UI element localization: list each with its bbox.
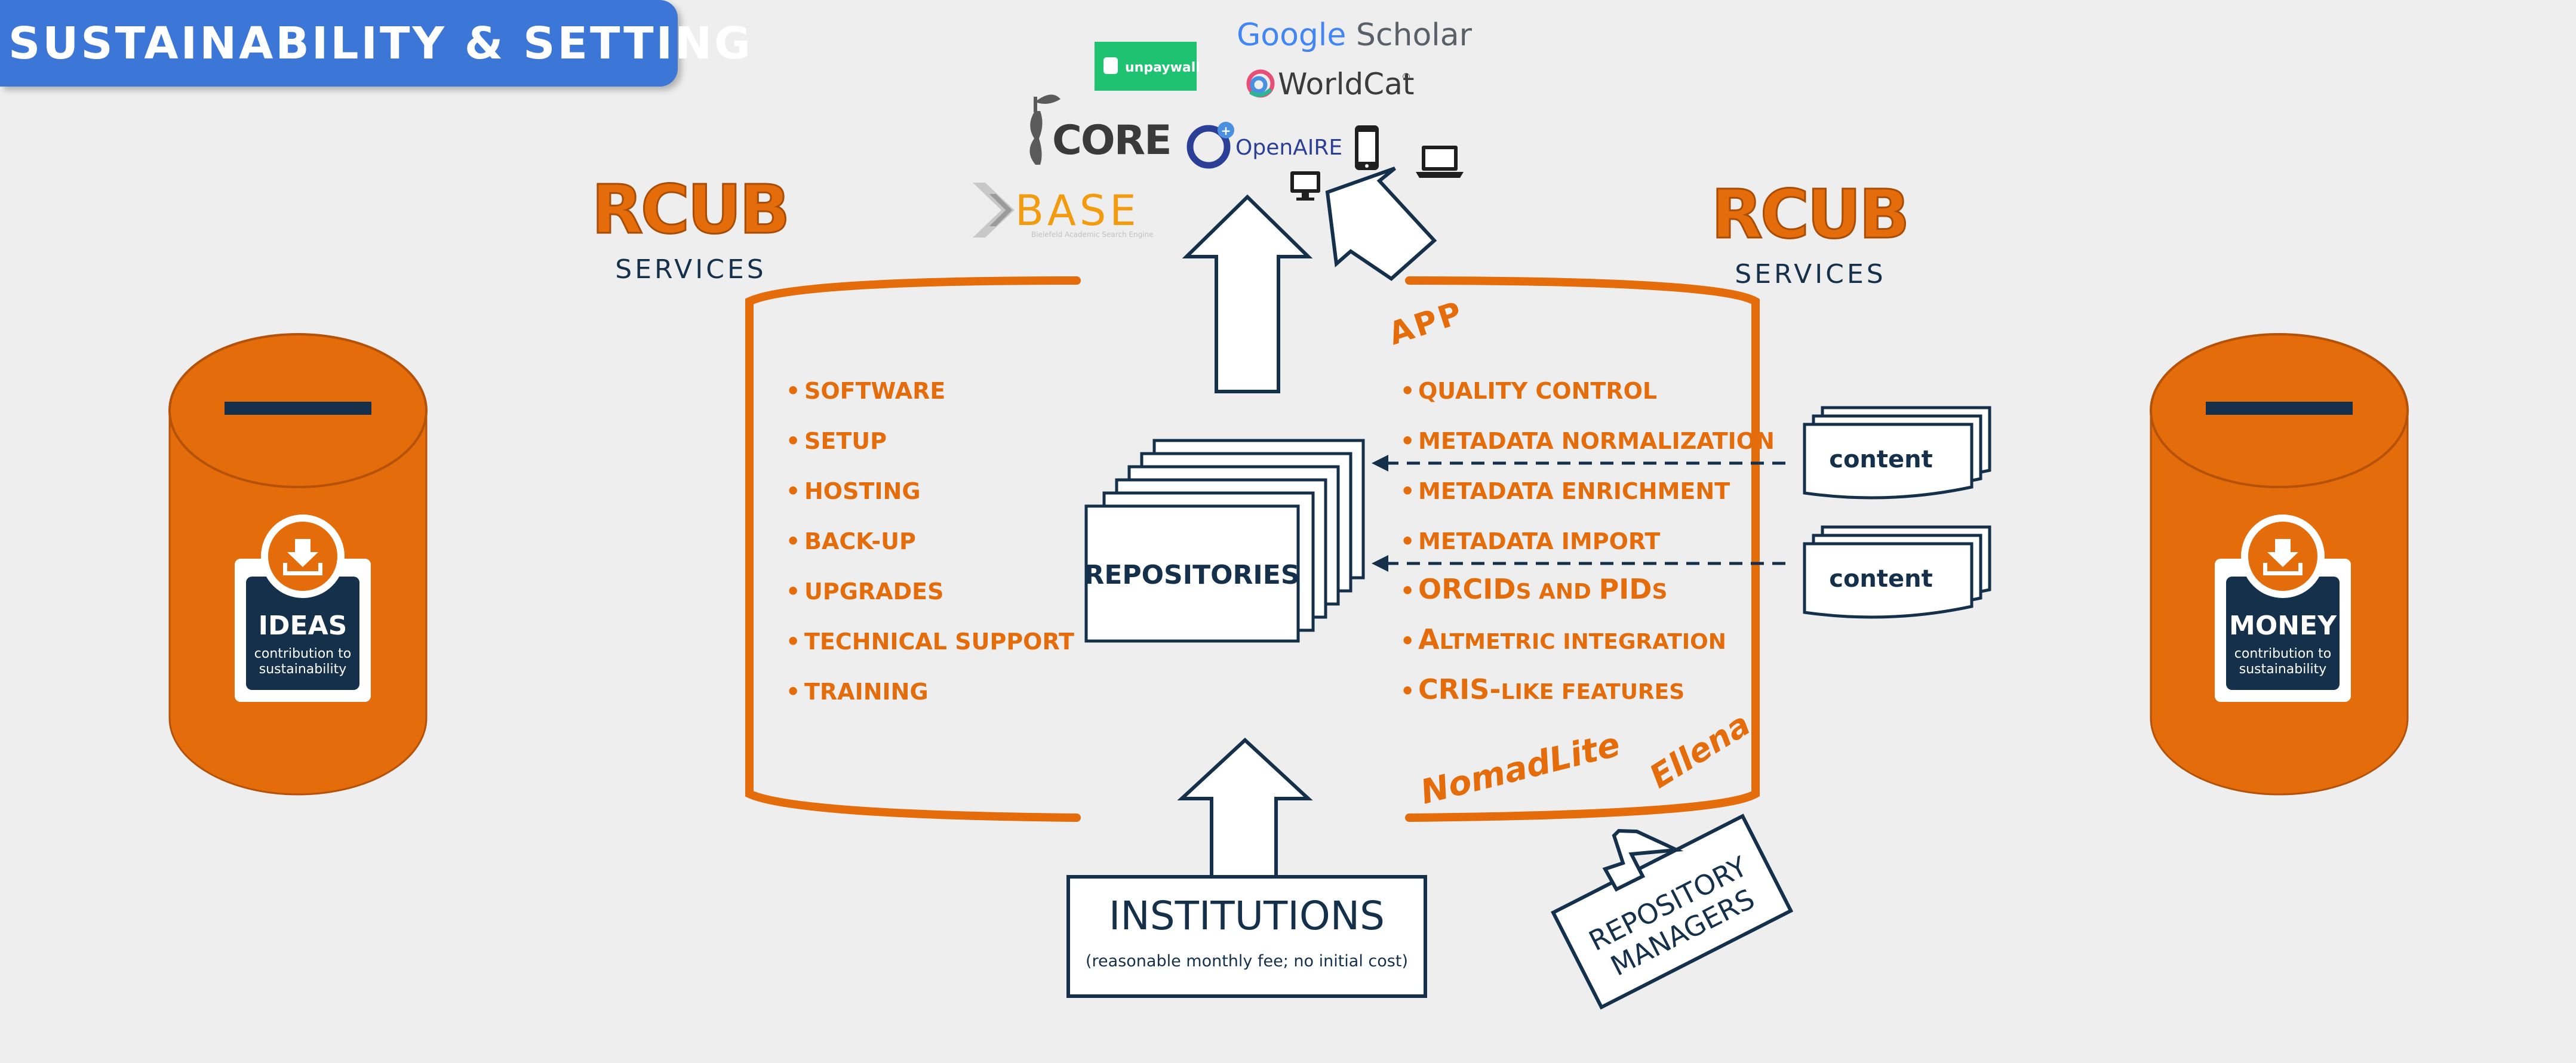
- monitor-icon: [1290, 171, 1320, 201]
- openaire-text: OpenAIRE: [1235, 135, 1342, 160]
- arrow-up-out: [1182, 194, 1313, 393]
- service-orcids-pids: ORCIDS AND PIDS: [1418, 573, 1667, 605]
- base-text: BASE: [1015, 186, 1140, 235]
- service-left-item: TECHNICAL SUPPORT: [804, 628, 1074, 655]
- services-container: [745, 276, 1760, 822]
- rcub-services-left: SERVICES: [615, 254, 766, 285]
- base-tagline: Bielefeld Academic Search Engine: [1031, 230, 1154, 239]
- download-icon: [2263, 539, 2303, 575]
- money-subtitle-line2: sustainability: [2239, 662, 2326, 677]
- app-label: APP: [1384, 295, 1468, 353]
- rcub-logo-right: RCUB SERVICES: [1710, 175, 1911, 290]
- content-doc-lower: [1803, 525, 1991, 619]
- google-scholar-text: Google Scholar: [1237, 17, 1473, 53]
- base-logo: BASE Bielefeld Academic Search Engine: [973, 183, 1154, 239]
- content-label-upper: content: [1829, 446, 1933, 473]
- money-coin-slot: [2206, 402, 2353, 415]
- ideas-coin-slot: [225, 402, 371, 415]
- rcub-logo-left: RCUB SERVICES: [591, 171, 791, 285]
- bullet: •: [786, 478, 800, 504]
- download-icon: [283, 539, 322, 575]
- arrow-managers-head: [1602, 828, 1684, 892]
- money-box: MONEY contribution to sustainability: [2215, 514, 2351, 702]
- money-title: MONEY: [2229, 611, 2337, 641]
- repository-managers-box: REPOSITORY MANAGERS: [1551, 814, 1794, 1010]
- laptop-icon: [1416, 146, 1464, 178]
- bullet: •: [786, 628, 800, 655]
- apple-core-icon: [1029, 94, 1060, 165]
- arrow-up-institutions: [1177, 737, 1313, 882]
- bullet: •: [786, 528, 800, 554]
- bullet: •: [1400, 378, 1415, 404]
- ideas-subtitle-line2: sustainability: [259, 662, 346, 677]
- worldcat-text: WorldCat: [1278, 67, 1414, 101]
- institutions-subtitle: (reasonable monthly fee; no initial cost…: [1086, 952, 1408, 970]
- bullet: •: [1400, 428, 1415, 454]
- bullet: •: [786, 578, 800, 605]
- service-left-item: UPGRADES: [804, 578, 943, 605]
- bullet: •: [1400, 678, 1415, 704]
- worldcat-icon: [1246, 69, 1275, 98]
- service-left-item: SOFTWARE: [804, 378, 945, 404]
- money-subtitle-line1: contribution to: [2234, 646, 2331, 661]
- repositories-stack: [1084, 439, 1365, 643]
- ideas-box: IDEAS contribution to sustainability: [235, 514, 371, 702]
- service-altmetric: ALTMETRIC INTEGRATION: [1418, 623, 1726, 655]
- rcub-logo-left-text: RCUB: [592, 171, 788, 249]
- title-banner: SUSTAINABILITY & SETTING: [0, 0, 751, 87]
- slide-title: SUSTAINABILITY & SETTING: [8, 18, 753, 69]
- service-left-item: SETUP: [804, 428, 887, 454]
- unpaywall-text: unpaywall: [1125, 60, 1200, 75]
- core-text: CORE: [1052, 117, 1171, 164]
- worldcat-trademark: ®: [1401, 71, 1411, 82]
- repositories-label: REPOSITORIES: [1084, 560, 1299, 590]
- openaire-plus: +: [1221, 124, 1231, 138]
- bullet: •: [786, 428, 800, 454]
- arrow-up-app: [1325, 167, 1437, 281]
- rcub-logo-right-text: RCUB: [1711, 176, 1908, 254]
- content-doc-upper: [1803, 406, 1991, 500]
- unpaywall-logo: unpaywall: [1095, 42, 1200, 91]
- service-left-item: TRAINING: [804, 679, 929, 705]
- bullet: •: [1400, 528, 1415, 554]
- ellena-label: Ellena: [1643, 705, 1757, 796]
- ideas-subtitle-line1: contribution to: [254, 646, 351, 661]
- service-metadata-normalization: METADATA NORMALIZATION: [1418, 428, 1775, 454]
- services-right-list: • QUALITY CONTROL • METADATA NORMALIZATI…: [1400, 378, 1775, 705]
- service-left-item: HOSTING: [804, 478, 921, 504]
- institutions-box: INSTITUTIONS (reasonable monthly fee; no…: [1066, 875, 1427, 998]
- nomadlite-label: NomadLite: [1417, 725, 1624, 812]
- smartphone-icon: [1355, 125, 1379, 170]
- bullet: •: [1400, 478, 1415, 504]
- content-label-lower: content: [1829, 565, 1933, 593]
- service-quality-control: QUALITY CONTROL: [1418, 378, 1657, 404]
- service-cris: CRIS-LIKE FEATURES: [1418, 673, 1684, 705]
- service-metadata-import: METADATA IMPORT: [1418, 528, 1660, 554]
- service-left-item: BACK-UP: [804, 528, 916, 554]
- bullet: •: [1400, 578, 1415, 604]
- rcub-services-right: SERVICES: [1735, 259, 1886, 289]
- ideas-title: IDEAS: [259, 611, 348, 641]
- bullet: •: [786, 679, 800, 705]
- openaire-logo: + OpenAIRE: [1186, 122, 1342, 169]
- google-scholar-logo: Google Scholar: [1237, 17, 1473, 53]
- dashed-arrow-upper: [1372, 455, 1785, 472]
- dashed-arrow-lower: [1372, 555, 1785, 572]
- institutions-title: INSTITUTIONS: [1109, 893, 1385, 939]
- core-logo: CORE: [1029, 94, 1172, 165]
- bullet: •: [786, 378, 800, 404]
- worldcat-logo: WorldCat ®: [1246, 67, 1414, 101]
- service-metadata-enrichment: METADATA ENRICHMENT: [1418, 478, 1730, 504]
- bullet: •: [1400, 628, 1415, 654]
- services-left-list: •SOFTWARE•SETUP•HOSTING•BACK-UP•UPGRADES…: [786, 378, 1074, 705]
